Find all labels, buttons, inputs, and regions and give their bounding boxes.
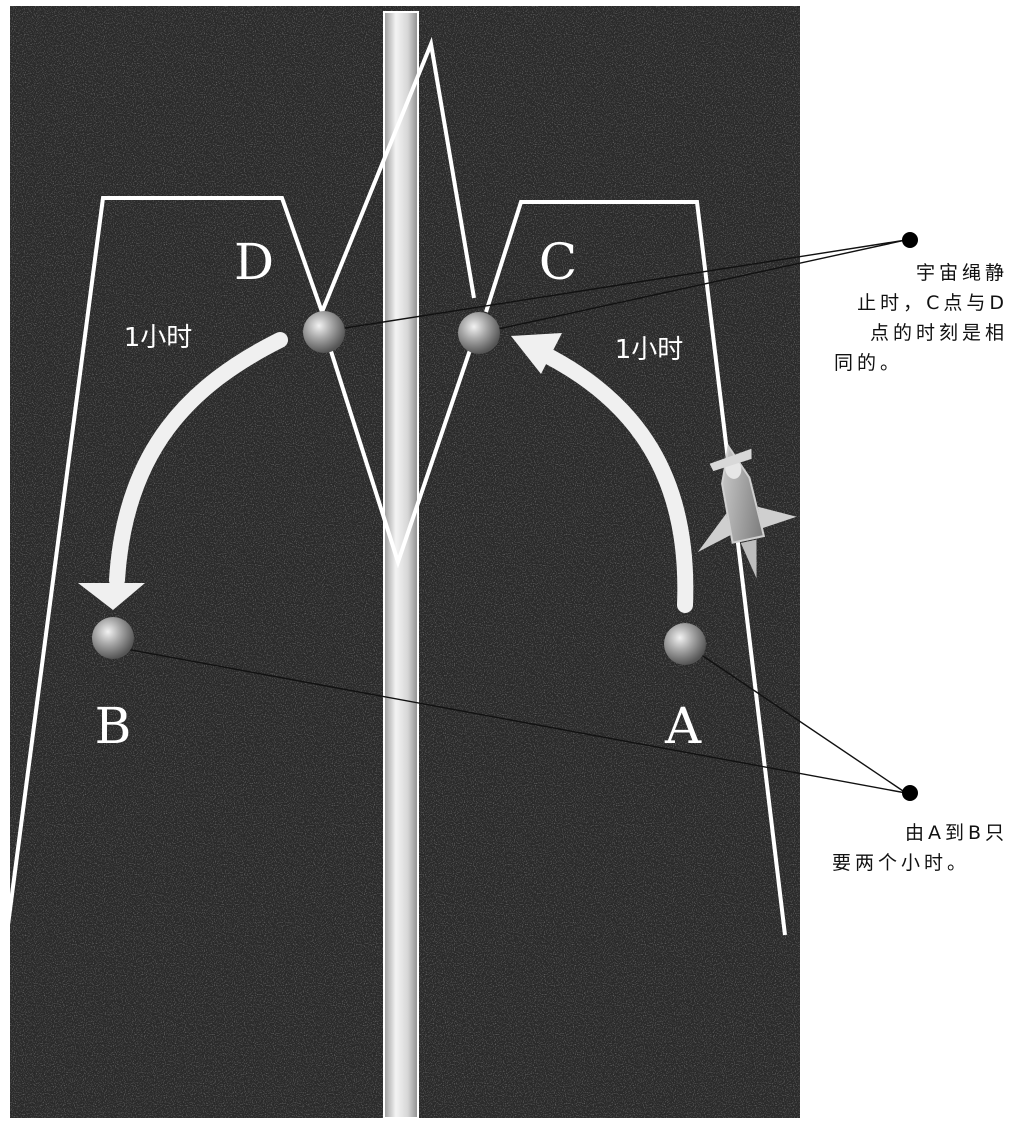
point-a-label: A bbox=[664, 697, 702, 755]
point-b-label: B bbox=[95, 697, 132, 755]
ball-c bbox=[458, 312, 500, 354]
note-bottom-dot bbox=[902, 785, 918, 801]
right-arrow-label: 1小时 bbox=[615, 335, 684, 365]
vertical-pole bbox=[384, 12, 418, 1118]
note-top-line: 同的。 bbox=[812, 348, 1008, 378]
ball-b bbox=[92, 617, 134, 659]
note-top-line: 止时，C点与D bbox=[812, 288, 1008, 318]
left-arrow-label: 1小时 bbox=[124, 323, 193, 353]
note-bottom: 由A到B只要两个小时。 bbox=[832, 818, 1008, 878]
note-bottom-line: 要两个小时。 bbox=[832, 848, 1008, 878]
note-bottom-line: 由A到B只 bbox=[832, 818, 1008, 848]
note-top-line: 点的时刻是相 bbox=[812, 318, 1008, 348]
point-c-label: C bbox=[539, 233, 577, 291]
note-top-dot bbox=[902, 232, 918, 248]
note-top-line: 宇宙绳静 bbox=[812, 258, 1008, 288]
ball-d bbox=[303, 311, 345, 353]
ball-a bbox=[664, 623, 706, 665]
point-d-label: D bbox=[234, 233, 274, 291]
